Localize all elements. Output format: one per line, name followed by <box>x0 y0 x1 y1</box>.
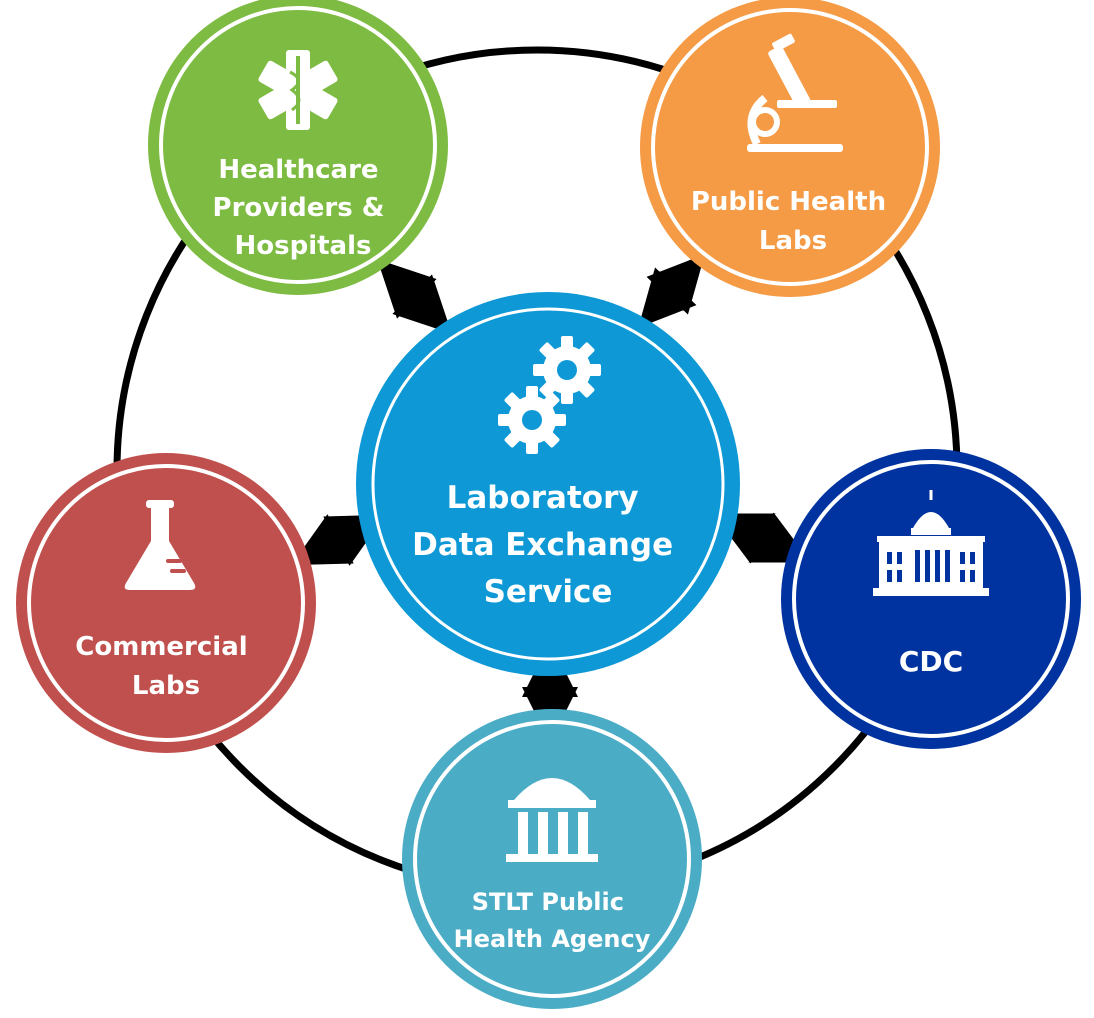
center-label-line-3: Service <box>484 574 613 610</box>
public-health-labs-label-line-1: Public Health <box>691 187 886 217</box>
healthcare-label-line-1: Healthcare <box>218 155 378 185</box>
gears-icon <box>498 336 601 454</box>
arrow-healthcare <box>377 259 452 334</box>
healthcare-label-line-2: Providers & <box>213 193 385 223</box>
microscope-icon <box>747 33 843 152</box>
center-label-line-1: Laboratory <box>447 480 639 516</box>
stlt-label-line-2: Health Agency <box>454 925 651 953</box>
commercial-labs-label-line-2: Labs <box>132 671 200 701</box>
center-label-line-2: Data Exchange <box>412 527 673 563</box>
node-healthcare: Healthcare Providers & Hospitals <box>148 0 448 295</box>
medical-caduceus-icon <box>258 50 338 130</box>
connector-arrows <box>291 254 812 743</box>
arrow-commercial-labs <box>291 514 386 566</box>
flask-icon <box>124 500 196 590</box>
svg-text:CDC: CDC <box>899 645 963 678</box>
stlt-label-line-1: STLT Public <box>472 888 624 916</box>
node-public-health-labs: Public Health Labs <box>640 0 940 297</box>
node-commercial-labs: Commercial Labs <box>16 453 316 753</box>
node-cdc: CDC <box>781 449 1081 749</box>
cdc-label-line-1: CDC <box>899 645 963 678</box>
svg-text:Healthcare Providers &: Healthcare Providers & Hospitals <box>213 155 394 261</box>
public-health-labs-label-line-2: Labs <box>759 226 827 256</box>
capitol-building-icon <box>873 490 989 596</box>
arrow-cdc <box>712 512 812 564</box>
commercial-labs-label-line-1: Commercial <box>75 632 247 662</box>
svg-text:Public Health Labs: Public Health Labs <box>691 187 895 256</box>
node-center: Laboratory Data Exchange Service <box>356 292 740 676</box>
svg-text:STLT Public Health Agenc: STLT Public Health Agency <box>454 888 651 953</box>
government-building-icon <box>506 778 598 862</box>
svg-text:Commercial Labs: Commercial Labs <box>75 632 256 701</box>
arrow-public-health-labs <box>638 254 705 328</box>
svg-text:Laboratory Data Exchange: Laboratory Data Exchange Service <box>412 480 684 610</box>
healthcare-label-line-3: Hospitals <box>235 231 372 261</box>
node-stlt: STLT Public Health Agency <box>402 709 702 1009</box>
